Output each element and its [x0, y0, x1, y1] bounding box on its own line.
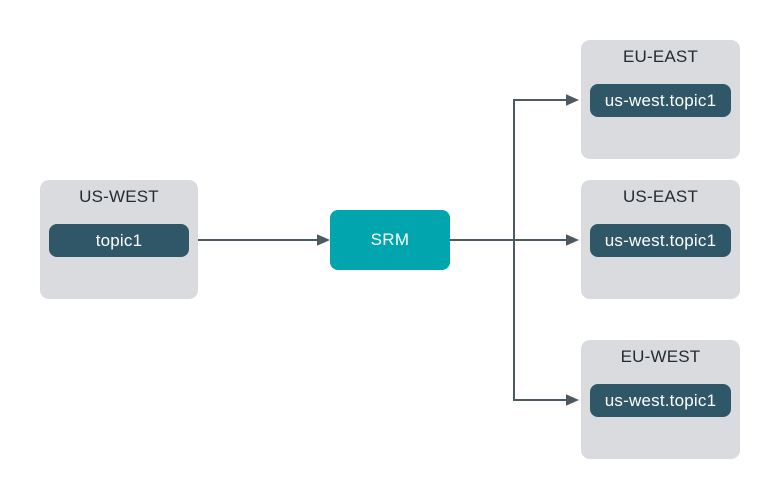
cluster-eu-east: EU-EAST us-west.topic1: [581, 40, 740, 159]
cluster-us-east: US-EAST us-west.topic1: [581, 180, 740, 299]
arrowhead-icon: [566, 234, 579, 246]
arrowhead-icon: [566, 94, 579, 106]
edge-srm-to-eu-west: [513, 394, 579, 406]
topic-node-topic1: topic1: [49, 224, 189, 257]
edge-srm-to-us-east: [450, 234, 579, 246]
arrowhead-icon: [566, 394, 579, 406]
srm-node: SRM: [330, 210, 450, 270]
topic-node-us-west-topic1: us-west.topic1: [590, 384, 731, 417]
cluster-label: EU-WEST: [620, 347, 701, 366]
topic-node-us-west-topic1: us-west.topic1: [590, 84, 731, 117]
cluster-us-west: US-WEST topic1: [40, 180, 198, 299]
edge-us-west-to-srm: [198, 234, 330, 246]
cluster-label: US-EAST: [622, 187, 699, 206]
cluster-eu-west: EU-WEST us-west.topic1: [581, 340, 740, 459]
edge-srm-to-eu-east: [513, 94, 579, 106]
cluster-label: EU-EAST: [622, 47, 699, 66]
topic-node-us-west-topic1: us-west.topic1: [590, 224, 731, 257]
arrowhead-icon: [317, 234, 330, 246]
cluster-label: US-WEST: [79, 187, 159, 206]
